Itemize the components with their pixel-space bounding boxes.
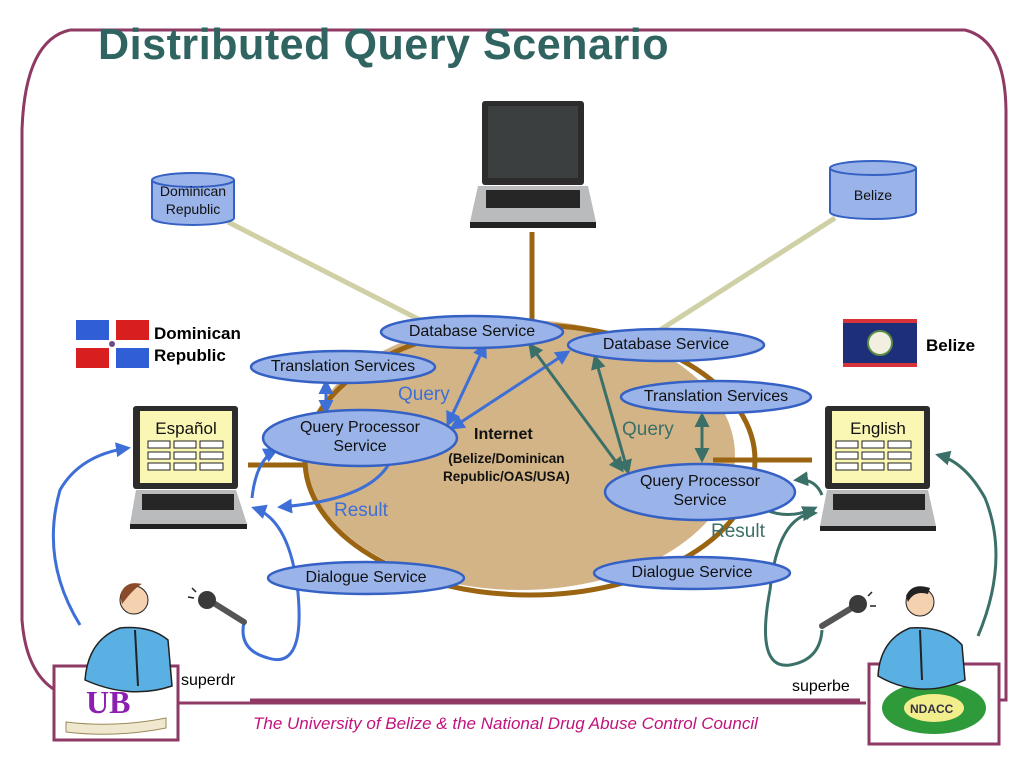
query-processor-left[interactable]: Query Processor Service — [263, 418, 457, 456]
database-belize-icon — [829, 160, 917, 220]
db-link-belize — [658, 215, 837, 333]
male-officer-figure — [877, 586, 966, 690]
internet-subtitle-line2: Republic/OAS/USA) — [443, 469, 570, 484]
microphone-left-icon — [187, 587, 247, 625]
microphone-right-icon — [819, 591, 876, 629]
dominican-republic-flag — [76, 320, 149, 368]
db-service-left-shape — [379, 314, 565, 350]
arrow-qp-db-right-right — [591, 354, 632, 475]
screen-language-english: English — [850, 419, 906, 438]
db-service-left[interactable]: Database Service — [408, 323, 536, 340]
right-laptop-icon — [820, 406, 936, 531]
left-laptop-icon — [130, 406, 247, 529]
central-laptop-icon — [470, 101, 596, 228]
dialogue-service-right[interactable]: Dialogue Service — [631, 564, 753, 581]
belize-flag — [843, 319, 917, 367]
translation-left-shape — [249, 349, 437, 385]
screen-language-spanish: Español — [155, 419, 217, 438]
female-officer-figure — [84, 583, 173, 693]
database-dominican-icon — [151, 172, 235, 226]
internet-subtitle: (Belize/Dominican Republic/OAS/USA) — [443, 450, 570, 486]
translation-right-shape — [619, 379, 813, 415]
database-belize-label: Belize — [853, 187, 893, 203]
slide-frame — [20, 28, 1008, 702]
mic-cable-right — [764, 589, 824, 667]
dialogue-left-shape — [266, 560, 466, 596]
query-processor-right-line2: Service — [673, 492, 727, 509]
mic-cable-left — [241, 592, 301, 661]
qp-right-shape — [603, 462, 797, 522]
arrow-laptop-to-qp-right — [793, 471, 824, 496]
svg-text:NDACC: NDACC — [910, 702, 954, 716]
result-label-left: Result — [334, 500, 388, 521]
country-label-belize: Belize — [926, 336, 976, 355]
country-label-dominican: Dominican Republic — [154, 323, 241, 367]
db-service-right[interactable]: Database Service — [602, 336, 730, 353]
footer-credit: The University of Belize & the National … — [253, 714, 758, 733]
internet-title: Internet — [474, 426, 533, 443]
qp-left-shape — [261, 408, 459, 468]
country-label-dominican-line1: Dominican — [154, 324, 241, 343]
user-label-superdr: superdr — [181, 672, 236, 689]
arrow-laptop-to-qp-left — [250, 448, 279, 499]
query-processor-right-line1: Query Processor — [639, 473, 761, 490]
dialogue-right-shape — [592, 555, 792, 591]
arrow-user-to-laptop-right — [935, 450, 998, 637]
query-processor-right[interactable]: Query Processor Service — [605, 472, 795, 510]
query-processor-left-line1: Query Processor — [299, 419, 421, 436]
arrow-user-to-laptop-left — [51, 442, 131, 626]
country-label-dominican-line2: Republic — [154, 346, 226, 365]
user-label-superbe: superbe — [792, 678, 850, 695]
db-link-dominican — [226, 219, 422, 323]
query-processor-left-line2: Service — [333, 438, 387, 455]
dialogue-service-left[interactable]: Dialogue Service — [305, 569, 427, 586]
db-service-right-shape — [566, 327, 766, 363]
query-label-left: Query — [398, 384, 450, 405]
translation-services-left[interactable]: Translation Services — [270, 358, 416, 375]
arrow-result-left — [277, 461, 392, 514]
slide-title: Distributed Query Scenario — [98, 20, 670, 69]
translation-services-right[interactable]: Translation Services — [643, 388, 789, 405]
query-label-right: Query — [622, 419, 674, 440]
internet-subtitle-line1: (Belize/Dominican — [448, 451, 565, 466]
result-label-right: Result — [711, 521, 765, 542]
